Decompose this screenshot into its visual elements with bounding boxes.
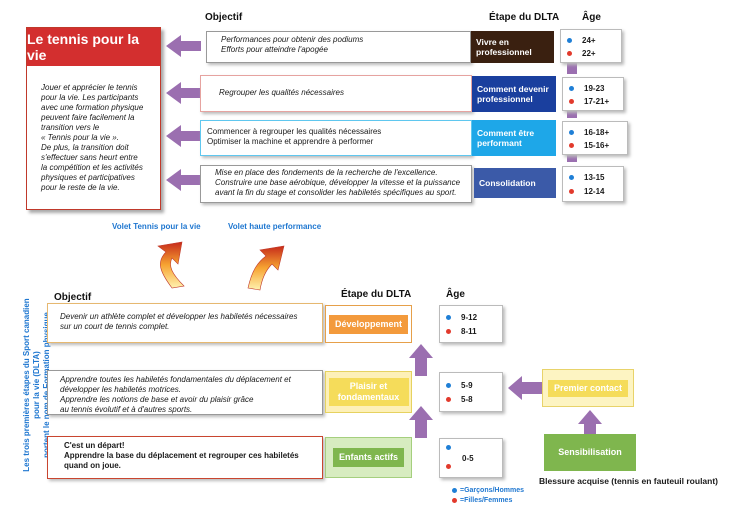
girl-icon <box>569 143 574 148</box>
branch-label-tennis-for-life: Volet Tennis pour la vie <box>112 222 201 231</box>
top-header-stage: Étape du DLTA <box>489 12 560 23</box>
tennis-for-life-title: Le tennis pour la vie <box>27 28 160 66</box>
stage-consolidation: Consolidation <box>474 168 556 198</box>
premier-contact-frame: Premier contact <box>542 369 634 407</box>
top-age-1: 24+ 22+ <box>560 29 622 63</box>
bottom-objective-2: Apprendre toutes les habiletés fondament… <box>47 370 323 415</box>
boy-icon <box>452 488 457 493</box>
bottom-objective-1: Devenir un athlète complet et développer… <box>47 303 323 343</box>
top-age-2: 19-23 17-21+ <box>562 77 624 111</box>
branch-label-high-performance: Volet haute performance <box>228 222 322 231</box>
up-arrow-bottom-1 <box>409 344 433 376</box>
boy-icon <box>446 315 451 320</box>
stage-vivre-professionnel: Vivre en professionnel <box>471 31 554 63</box>
stage-comment-etre-performant: Comment être performant <box>472 120 556 156</box>
bottom-age-3: 0-5 <box>439 438 503 478</box>
stage-developpement: Développement <box>328 314 409 334</box>
legend-girls: =Filles/Femmes <box>452 497 512 504</box>
boy-icon <box>567 38 572 43</box>
boy-icon <box>569 86 574 91</box>
bottom-objective-3: C'est un départ! Apprendre la base du dé… <box>47 436 323 479</box>
girl-icon <box>567 51 572 56</box>
stage-plaisir-fondamentaux: Plaisir et fondamentaux <box>328 378 409 406</box>
up-arrow-sensibilisation <box>578 410 602 436</box>
boy-icon <box>446 383 451 388</box>
up-arrow-bottom-2 <box>409 406 433 438</box>
girl-icon <box>446 464 451 469</box>
stage-enfants-actifs: Enfants actifs <box>332 448 404 467</box>
top-objective-3: Commencer à regrouper les qualités néces… <box>200 120 472 156</box>
left-arrow-premier-contact <box>508 376 542 400</box>
branch-arrow-right <box>247 245 285 291</box>
left-arrow-3 <box>166 125 201 147</box>
stage-developpement-frame: Développement <box>325 305 412 343</box>
top-age-3: 16-18+ 15-16+ <box>562 121 628 155</box>
boy-icon <box>569 130 574 135</box>
bottom-header-age: Âge <box>446 289 465 300</box>
legend-boys: =Garçons/Hommes <box>452 487 524 494</box>
girl-icon <box>452 498 457 503</box>
girl-icon <box>569 99 574 104</box>
boy-icon <box>569 175 574 180</box>
stage-sensibilisation: Sensibilisation <box>544 434 636 471</box>
stage-enfants-actifs-frame: Enfants actifs <box>325 437 412 478</box>
stage-comment-devenir-professionnel: Comment devenir professionnel <box>472 76 556 112</box>
left-arrow-4 <box>166 169 201 191</box>
top-objective-1: Performances pour obtenir des podiums Ef… <box>206 31 471 63</box>
girl-icon <box>446 397 451 402</box>
bottom-age-1: 9-12 8-11 <box>439 305 503 343</box>
bottom-header-objectif: Objectif <box>54 292 92 303</box>
stage-premier-contact: Premier contact <box>547 379 629 397</box>
branch-arrow-left <box>157 241 185 289</box>
wheelchair-caption: Blessure acquise (tennis en fauteuil rou… <box>539 476 719 486</box>
boy-icon <box>446 445 451 450</box>
tennis-for-life-text: Jouer et apprécier le tennis pour la vie… <box>41 83 144 192</box>
girl-icon <box>446 329 451 334</box>
left-arrow-1 <box>166 35 201 57</box>
bottom-header-stage: Étape du DLTA <box>341 289 412 300</box>
stage-plaisir-frame: Plaisir et fondamentaux <box>325 371 412 413</box>
top-header-age: Âge <box>582 12 601 23</box>
top-objective-2: Regrouper les qualités nécessaires <box>200 75 472 112</box>
top-header-objectif: Objectif <box>205 12 243 23</box>
top-age-4: 13-15 12-14 <box>562 166 624 202</box>
bottom-age-2: 5-9 5-8 <box>439 372 503 412</box>
girl-icon <box>569 189 574 194</box>
top-objective-4: Mise en place des fondements de la reche… <box>200 165 472 203</box>
tennis-for-life-box: Le tennis pour la vie Jouer et apprécier… <box>26 27 161 210</box>
left-arrow-2 <box>166 82 201 104</box>
